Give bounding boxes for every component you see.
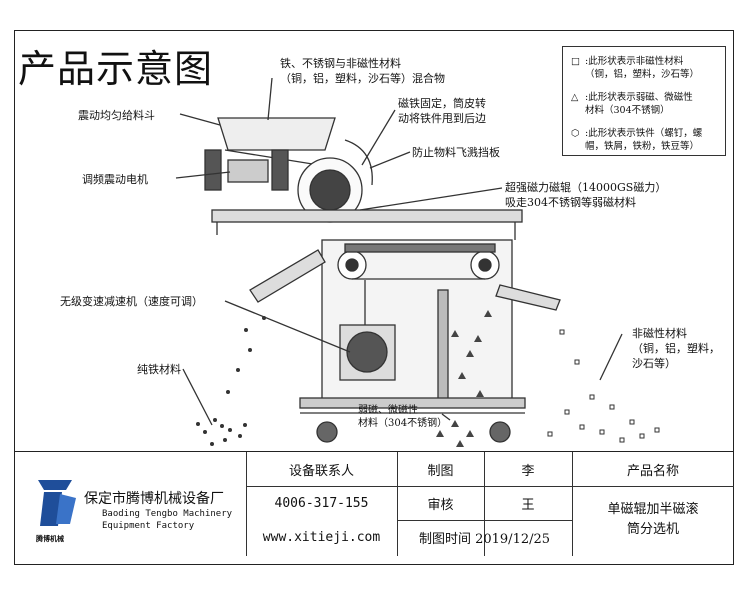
- label-magnet-fixed: 磁铁固定，筒皮转 动将铁件甩到后边: [398, 97, 486, 125]
- label-reducer: 无级变速减速机（速度可调）: [60, 295, 203, 308]
- review-label: 审核: [427, 497, 454, 513]
- legend-item-weak: △ :此形状表示弱磁、微磁性 材料（304不锈钢）: [571, 92, 693, 116]
- label-motor: 调频震动电机: [82, 173, 148, 186]
- spring-left: [204, 149, 222, 191]
- draw-label: 制图: [427, 463, 454, 479]
- contact-label: 设备联系人: [288, 463, 354, 479]
- vibration-motor: [227, 159, 269, 183]
- label-non-magnetic: 非磁性材料 （铜，铝，塑料， 沙石等）: [632, 327, 720, 370]
- nonmag-chute: [495, 284, 561, 311]
- square-icon: □: [571, 56, 580, 67]
- logo-text: 腾博机械: [36, 535, 64, 543]
- label-strong-roller: 超强磁力磁辊（14000GS磁力） 吸走304不锈钢等弱磁材料: [505, 181, 667, 209]
- title-block: 腾博机械 保定市腾博机械设备厂 Baoding Tengbo Machinery…: [14, 451, 734, 556]
- feed-hopper: [217, 117, 336, 151]
- draw-value: 李: [521, 463, 535, 479]
- label-mixture: 铁、不锈钢与非磁性材料 （铜，铝，塑料，沙石等）混合物: [280, 57, 445, 85]
- contact-website[interactable]: www.xitieji.com: [262, 529, 381, 545]
- draw-date: 制图时间 2019/12/25: [418, 531, 551, 547]
- wheel-right: [489, 421, 511, 443]
- diagram-title: 产品示意图: [18, 47, 214, 91]
- company-logo: [38, 480, 76, 526]
- legend-item-iron: ⬡ :此形状表示铁件（螺钉，螺 帽，铁屑，铁粉，铁豆等）: [571, 128, 703, 152]
- weak-magnetic-particles: [436, 310, 492, 447]
- spring-right: [271, 149, 289, 191]
- drawing-frame: [14, 30, 734, 565]
- nut-icon: ⬡: [571, 128, 580, 139]
- label-pure-iron: 纯铁材料: [137, 363, 181, 376]
- legend-item-nonmagnetic: □ :此形状表示非磁性材料 （铜，铝，塑料，沙石等）: [571, 56, 700, 80]
- wheel-left: [316, 421, 338, 443]
- label-splash-plate: 防止物料飞溅挡板: [412, 146, 500, 159]
- label-feeder: 震动均匀给料斗: [78, 109, 155, 122]
- legend-box: □ :此形状表示非磁性材料 （铜，铝，塑料，沙石等） △ :此形状表示弱磁、微磁…: [562, 46, 726, 156]
- product-value: 单磁辊加半磁滚 筒分选机: [607, 502, 699, 537]
- iron-chute: [249, 249, 326, 303]
- review-value: 王: [521, 497, 535, 513]
- product-label: 产品名称: [626, 463, 679, 479]
- upper-table: [211, 209, 523, 223]
- machine-base: [299, 397, 526, 409]
- contact-phone: 4006-317-155: [274, 495, 369, 511]
- company-name-cn: 保定市腾博机械设备厂: [84, 491, 224, 507]
- label-weak-magnetic: 弱磁、微磁性 材料（304不锈钢）: [358, 405, 448, 429]
- triangle-icon: △: [571, 92, 579, 103]
- non-magnetic-particles: [547, 329, 660, 443]
- iron-particles: [196, 316, 266, 446]
- company-name-en: Baoding Tengbo Machinery Equipment Facto…: [102, 509, 233, 531]
